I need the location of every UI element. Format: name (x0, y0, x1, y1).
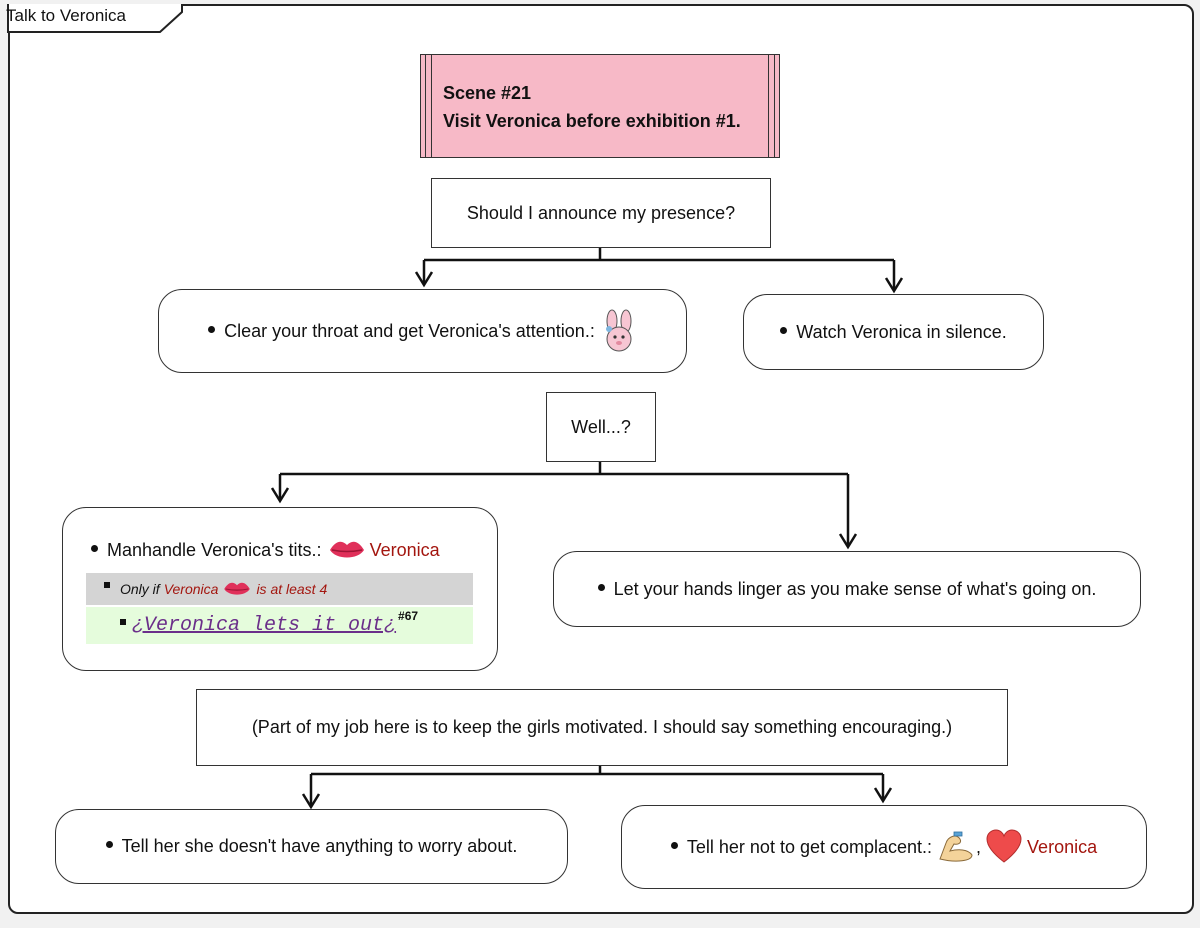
sub-scene-row: ¿Veronica lets it out¿ #67 (86, 607, 473, 644)
choice-watch-silence[interactable]: Watch Veronica in silence. (743, 294, 1044, 370)
condition-suffix: is at least 4 (256, 581, 328, 597)
choice-watch-silence-label: Watch Veronica in silence. (796, 321, 1007, 342)
choice-linger[interactable]: Let your hands linger as you make sense … (553, 551, 1141, 627)
frame-title: Talk to Veronica (6, 6, 127, 25)
choice-not-complacent-separator: , (976, 836, 982, 857)
flexed-arm-icon (939, 831, 973, 862)
choice-linger-label: Let your hands linger as you make sense … (613, 578, 1097, 599)
prompt-well: Well...? (546, 392, 656, 462)
choice-not-complacent-character: Veronica (1027, 836, 1098, 857)
choice-no-worry[interactable]: Tell her she doesn't have anything to wo… (55, 809, 568, 884)
choice-clear-throat[interactable]: Clear your throat and get Veronica's att… (158, 289, 687, 373)
condition-prefix: Only if (120, 581, 160, 597)
scene-header: Scene #21 Visit Veronica before exhibiti… (420, 54, 780, 158)
sub-scene-ref: #67 (398, 608, 419, 623)
choice-not-complacent-label: Tell her not to get complacent.: (686, 836, 933, 857)
lips-icon (329, 541, 364, 558)
choice-not-complacent[interactable]: Tell her not to get complacent.: , Veron… (621, 805, 1147, 889)
prompt-announce-presence: Should I announce my presence? (431, 178, 771, 248)
heart-icon (986, 829, 1022, 863)
choice-no-worry-label: Tell her she doesn't have anything to wo… (121, 836, 518, 856)
sub-scene-link[interactable]: ¿Veronica lets it out¿ (132, 614, 397, 637)
choice-manhandle-character: Veronica (369, 539, 440, 560)
prompt-encourage: (Part of my job here is to keep the girl… (196, 689, 1008, 766)
condition-row: Only if Veronica is at least 4 (86, 573, 473, 605)
bunny-icon (605, 309, 632, 352)
choice-manhandle-label: Manhandle Veronica's tits.: (107, 539, 322, 560)
choice-clear-throat-label: Clear your throat and get Veronica's att… (224, 320, 595, 341)
lips-icon (224, 582, 251, 595)
scene-number: Scene #21 (443, 83, 532, 103)
frame-title-tab (7, 4, 183, 33)
condition-character: Veronica (163, 581, 219, 597)
scene-description: Visit Veronica before exhibition #1. (443, 111, 741, 131)
